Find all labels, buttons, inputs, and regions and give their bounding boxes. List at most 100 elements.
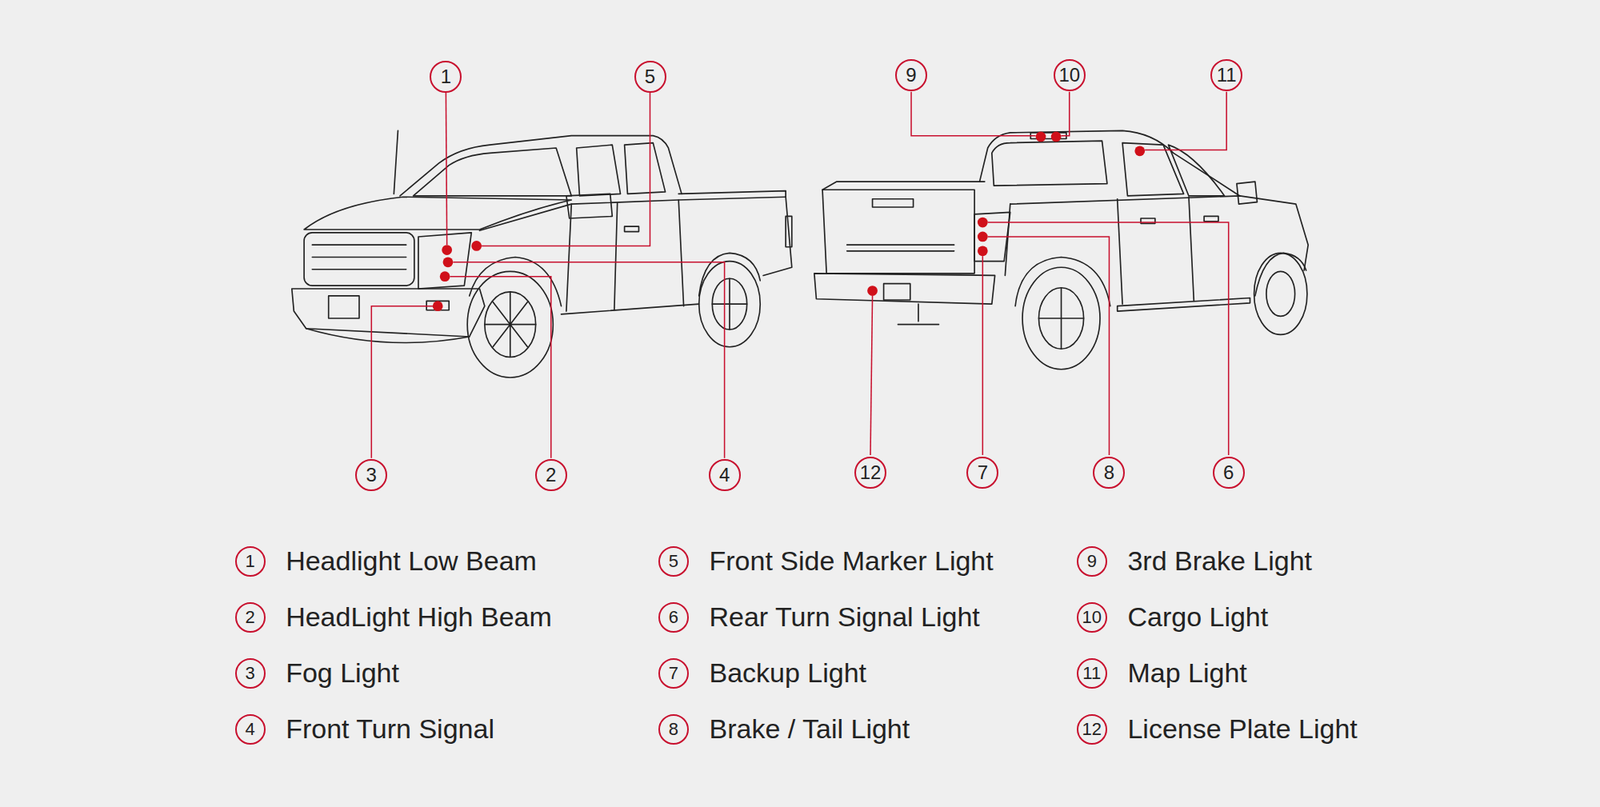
rear-truck: [822, 181, 985, 190]
light-dot: [867, 285, 878, 296]
light-dot: [440, 271, 451, 282]
front-truck: [467, 271, 553, 378]
rear-truck: [1236, 181, 1258, 204]
rear-truck: [847, 250, 955, 252]
rear-truck: [872, 199, 914, 208]
leader-lines: [1061, 92, 1070, 136]
rear-truck: [884, 284, 911, 300]
front-truck: [566, 193, 612, 219]
rear-truck: [1122, 143, 1184, 196]
leader-lines: [481, 92, 650, 246]
callout-number: 7: [966, 456, 999, 489]
rear-truck: [814, 273, 996, 304]
callout-number: 6: [1212, 456, 1245, 489]
front-truck: [413, 148, 572, 196]
front-truck: [763, 196, 792, 276]
callout-number: 8: [658, 714, 689, 745]
callout-number: 9: [895, 59, 928, 92]
rear-truck: [847, 244, 955, 246]
light-dot: [977, 217, 988, 228]
light-dot: [1134, 145, 1145, 156]
front-truck: [576, 144, 621, 196]
rear-truck: [992, 140, 1108, 186]
light-dot: [441, 244, 452, 256]
callout-number: 3: [235, 658, 266, 689]
callout-number: 5: [658, 546, 689, 577]
front-truck: [328, 296, 360, 319]
rear-truck: [1022, 267, 1100, 370]
callout-number: 1: [235, 546, 266, 577]
leader-lines: [1144, 92, 1227, 151]
callout-number: 12: [854, 456, 887, 489]
callout-number: 12: [1076, 714, 1108, 745]
front-truck: [312, 244, 406, 246]
leader-lines: [870, 296, 873, 456]
light-dot: [443, 256, 454, 268]
callout-number: 1: [429, 60, 462, 93]
rear-truck: [979, 130, 1240, 196]
front-truck: [304, 232, 415, 286]
front-truck: [614, 203, 618, 311]
leader-lines: [371, 92, 1228, 459]
legend-label: Rear Turn Signal Light: [708, 602, 980, 632]
front-truck: [624, 226, 640, 232]
legend-label: Brake / Tail Light: [708, 714, 910, 744]
callout-number: 11: [1210, 59, 1243, 92]
callout-number: 8: [1092, 456, 1125, 489]
front-truck: [624, 143, 666, 195]
leader-lines: [450, 276, 552, 459]
leader-lines: [988, 236, 1110, 456]
callout-number: 11: [1076, 658, 1108, 689]
front-truck: [678, 191, 786, 198]
leader-lines: [371, 306, 434, 459]
callout-number: 3: [355, 459, 388, 492]
front-truck: [484, 292, 536, 358]
rear-truck: [814, 130, 1308, 369]
rear-truck: [1254, 252, 1308, 335]
rear-truck: [1168, 144, 1224, 196]
rear-truck: [1015, 256, 1111, 306]
light-dot: [1051, 132, 1062, 143]
front-truck: [479, 196, 786, 231]
light-dot: [432, 132, 1145, 312]
front-truck: [292, 288, 485, 337]
legend-label: Front Turn Signal: [285, 714, 495, 744]
legend-label: 3rd Brake Light: [1127, 546, 1312, 576]
rear-truck: [1204, 216, 1219, 221]
rear-truck: [1038, 288, 1084, 350]
rear-truck: [1117, 297, 1251, 312]
legend-label: Map Light: [1127, 658, 1247, 688]
front-truck: [292, 130, 792, 378]
front-truck: [312, 268, 406, 271]
front-truck: [712, 278, 747, 330]
callout-number: 2: [535, 459, 568, 492]
front-truck: [484, 292, 536, 358]
rear-truck: [1266, 271, 1296, 316]
callout-number: 10: [1053, 59, 1086, 92]
rear-truck: [1004, 204, 1010, 276]
callout-number: 7: [658, 658, 689, 689]
front-truck: [699, 261, 761, 348]
leader-lines: [911, 92, 1036, 136]
light-dot: [432, 300, 444, 312]
leader-lines: [988, 222, 1229, 456]
front-truck: [393, 130, 398, 194]
front-truck: [712, 278, 747, 330]
light-dot: [977, 245, 988, 256]
front-truck: [418, 232, 472, 289]
rear-truck: [1038, 288, 1084, 350]
front-truck: [304, 196, 572, 230]
legend-label: HeadLight High Beam: [285, 602, 552, 632]
callout-number: 9: [1076, 546, 1108, 577]
front-truck: [400, 136, 682, 196]
legend-label: Cargo Light: [1127, 602, 1268, 632]
callout-number: 10: [1076, 602, 1108, 633]
rear-truck: [1188, 196, 1194, 301]
light-dot: [977, 232, 988, 243]
callout-number: 5: [634, 60, 667, 93]
front-truck: [306, 328, 470, 344]
legend-label: License Plate Light: [1127, 714, 1357, 744]
front-truck: [561, 304, 700, 315]
leader-lines: [982, 256, 984, 456]
